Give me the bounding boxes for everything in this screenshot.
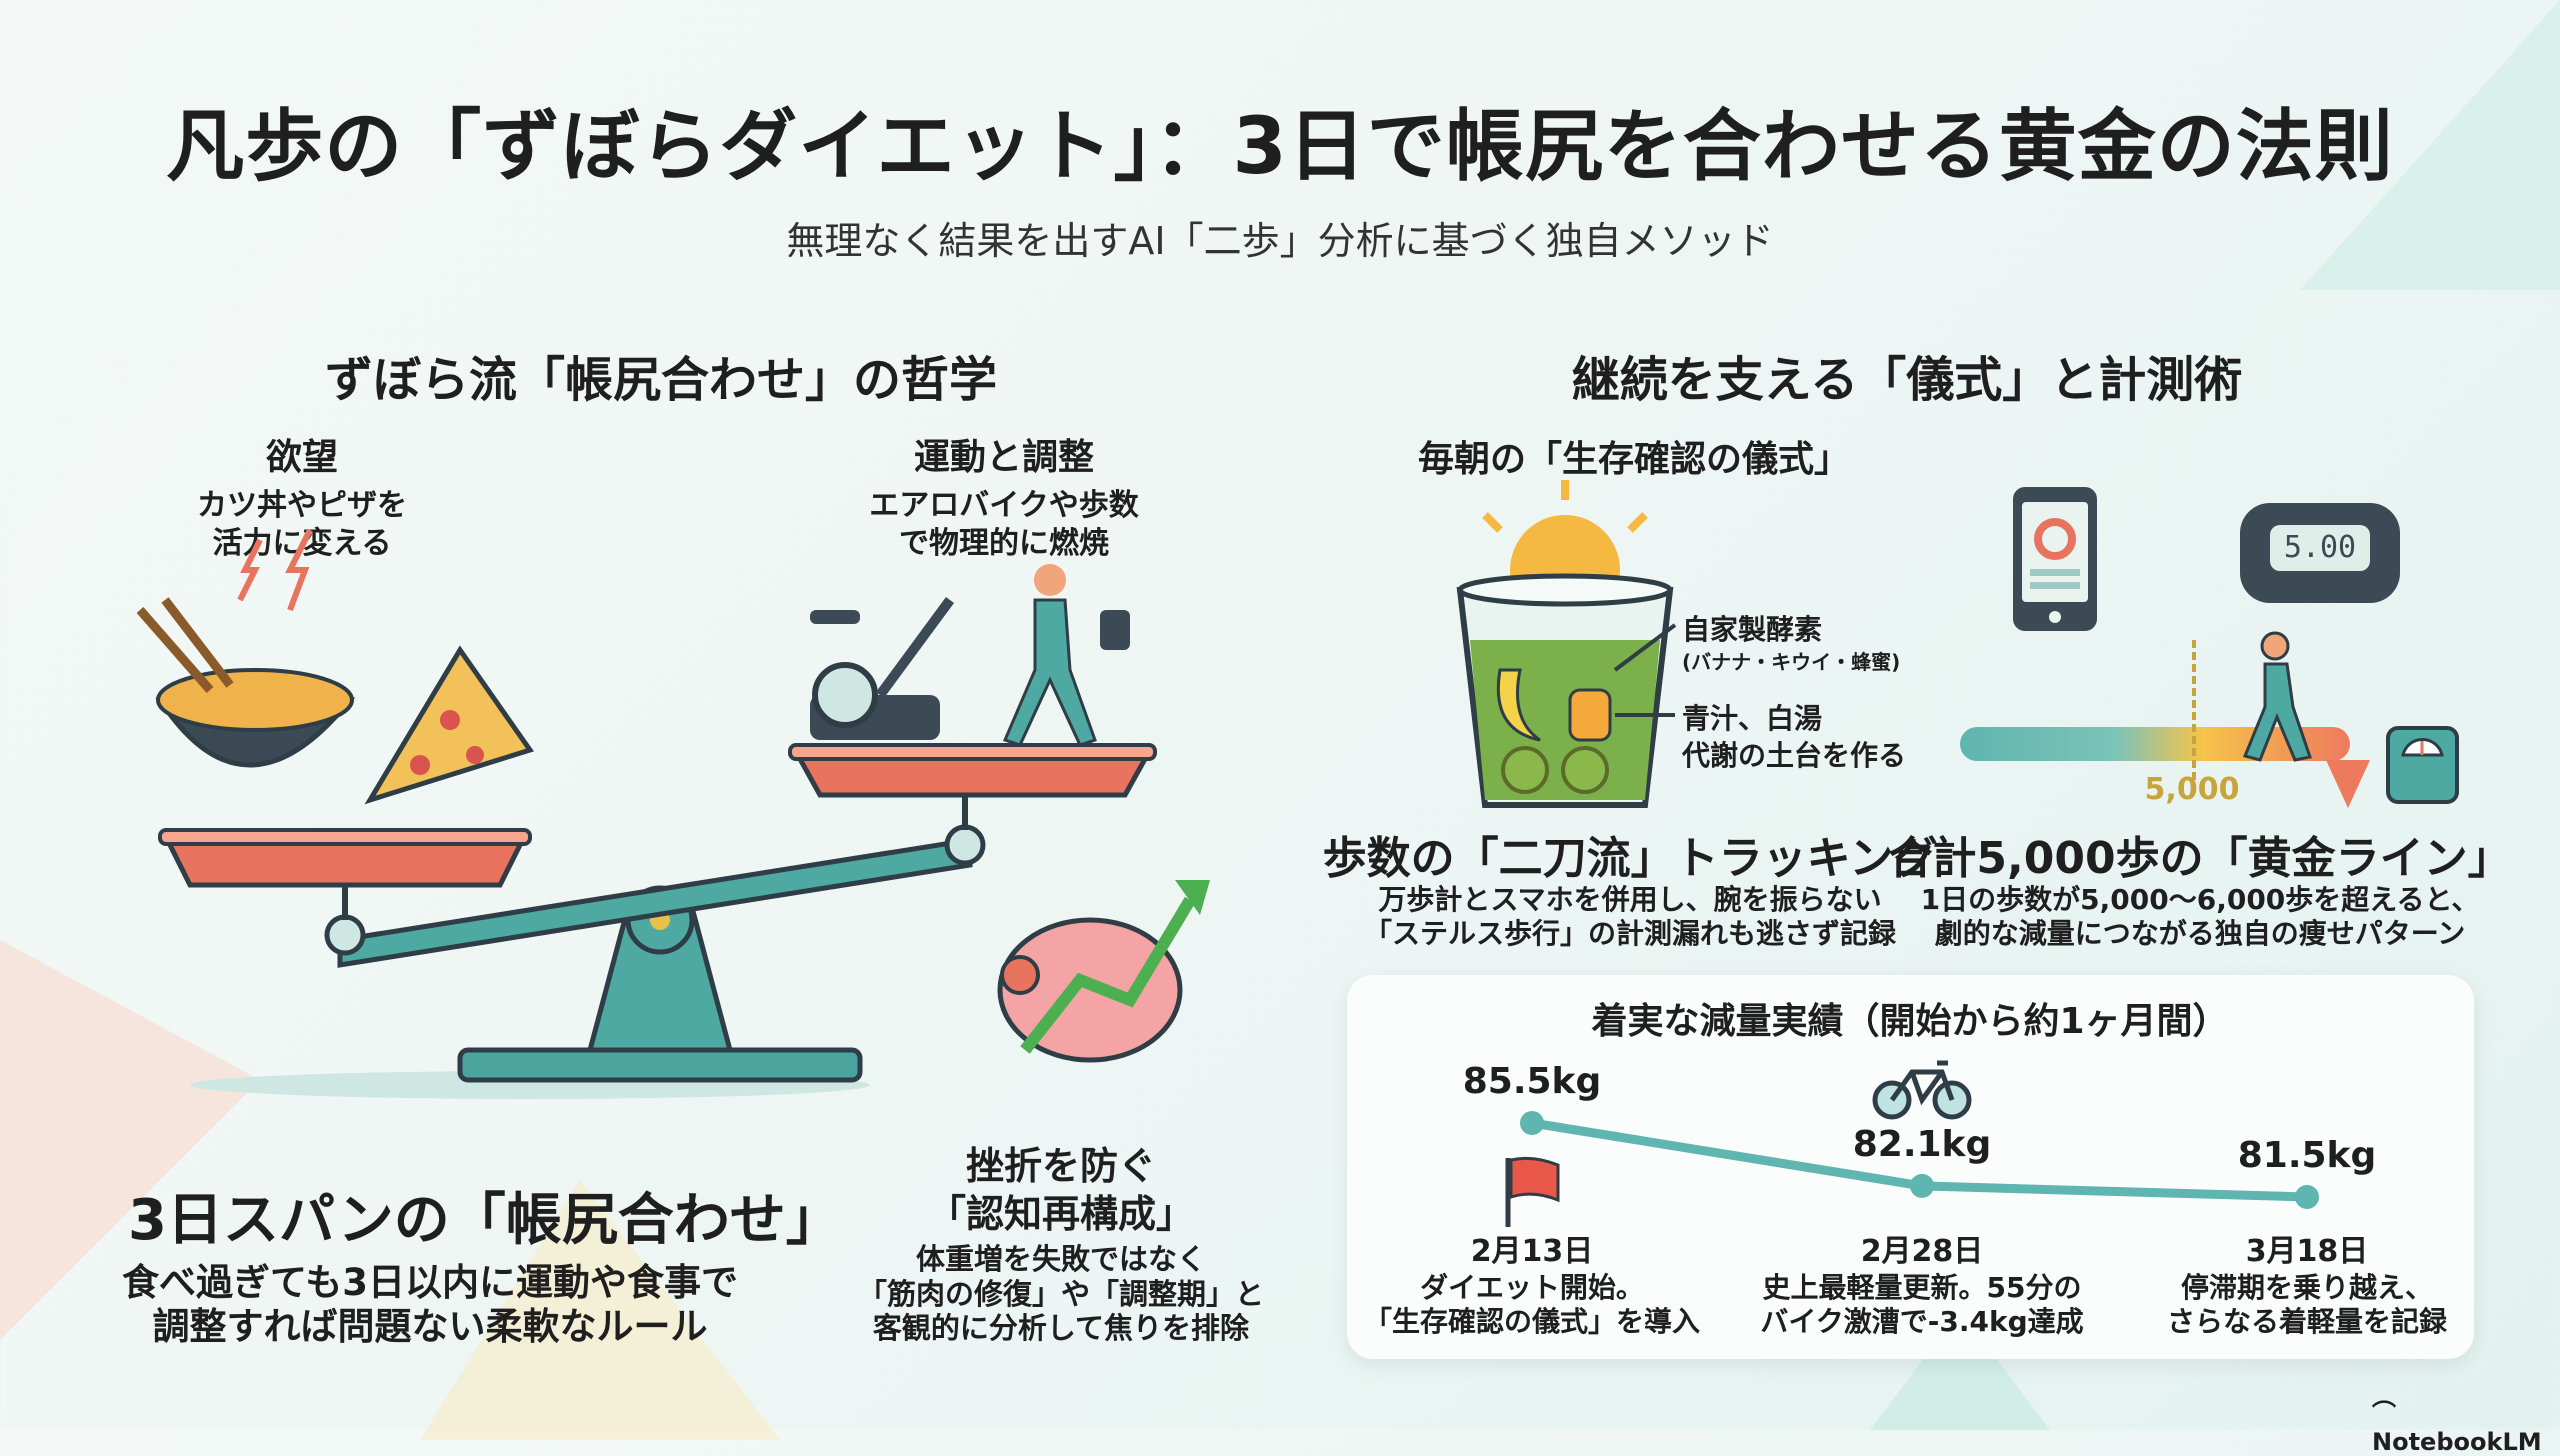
down-arrow-icon (2326, 760, 2370, 808)
chart-title: 着実な減量実績（開始から約1ヶ月間） (1591, 1001, 2229, 1042)
green-drink-glass-illustration (1456, 480, 1677, 808)
page-title: 凡歩の「ずぼらダイエット」：3日で帳尻を合わせる黄金の法則 (166, 102, 2394, 192)
annotation-line: 史上最軽量更新。55分の (1762, 1271, 2082, 1304)
exercise-title: 運動と調整 (913, 437, 1095, 478)
golden-text-2: 劇的な減量につながる独自の痩せパターン (1934, 917, 2466, 950)
reframe-text-1: 体重増を失敗ではなく (915, 1242, 1207, 1276)
ritual-label-enzyme: 自家製酵素 (1682, 613, 1823, 646)
pedometer-display: 5.00 (2270, 525, 2370, 571)
start-flag-icon (1505, 1156, 1560, 1227)
exercise-text-1: エアロバイクや歩数 (869, 488, 1139, 523)
walking-person-icon (2242, 631, 2312, 762)
ritual-label-aojiru-detail: 代謝の土台を作る (1682, 739, 1907, 772)
span-title: 3日スパンの「帳尻合わせ」 (128, 1188, 842, 1253)
ritual-title: 毎朝の「生存確認の儀式」 (1418, 439, 1851, 480)
exercise-text-2: で物理的に燃焼 (899, 526, 1109, 561)
date-label: 2月13日 (1470, 1234, 1594, 1269)
pedometer-device: 5.00 (2240, 503, 2400, 603)
reframe-text-3: 客観的に分析して焦りを排除 (872, 1311, 1250, 1345)
right-section-heading: 継続を支える「儀式」と計測術 (1571, 352, 2243, 408)
notebooklm-brand: ⌒ NotebookLM (2372, 1393, 2560, 1456)
threshold-label: 5,000 (2144, 772, 2240, 807)
annotation-line: ダイエット開始。 (1420, 1271, 1644, 1304)
ritual-label-enzyme-detail: (バナナ・キウイ・蜂蜜) (1682, 650, 1901, 674)
annotation-line: 停滞期を乗り越え、 (2180, 1271, 2434, 1304)
smartphone-icon (2013, 487, 2097, 631)
reframe-title-1: 挫折を防ぐ (965, 1144, 1157, 1188)
bicycle-icon (1872, 1060, 1972, 1120)
annotation-line: バイク激漕で-3.4kg達成 (1760, 1305, 2084, 1338)
left-section-heading: ずぼら流「帳尻合わせ」の哲学 (324, 352, 998, 408)
desire-text-1: カツ丼やピザを (197, 488, 407, 523)
ritual-label-aojiru: 青汁、白湯 (1682, 702, 1823, 735)
annotation-line: 「生存確認の儀式」を導入 (1363, 1305, 1701, 1338)
golden-text-1: 1日の歩数が5,000〜6,000歩を超えると、 (1920, 883, 2480, 916)
golden-title: 合計5,000歩の「黄金ライン」 (1888, 833, 2512, 884)
tracking-title: 歩数の「二刀流」トラッキング (1322, 833, 1938, 884)
span-text-1: 食べ過ぎても3日以内に運動や食事で (122, 1261, 738, 1304)
weight-scale-icon (2386, 726, 2459, 804)
date-label: 3月18日 (2245, 1234, 2369, 1269)
weight-value-label: 81.5kg (2237, 1135, 2377, 1176)
notebooklm-logo-icon: ⌒ (2372, 1399, 2396, 1427)
tracking-text-2: 「ステルス歩行」の計測漏れも逃さず記録 (1363, 917, 1897, 950)
threshold-line (2192, 640, 2196, 780)
weight-point (2295, 1185, 2319, 1209)
weight-point (1520, 1111, 1544, 1135)
desire-title: 欲望 (265, 437, 339, 478)
tracking-text-1: 万歩計とスマホを併用し、腕を振らない (1378, 883, 1882, 916)
weight-point (1910, 1173, 1934, 1198)
page-subtitle: 無理なく結果を出すAI「二歩」分析に基づく独自メソッド (786, 219, 1774, 263)
reframe-title-2: 「認知再構成」 (927, 1192, 1195, 1236)
annotation-line: さらなる着軽量を記録 (2166, 1305, 2448, 1338)
weight-value-label: 85.5kg (1462, 1061, 1602, 1102)
brand-name: NotebookLM (2372, 1428, 2542, 1456)
date-label: 2月28日 (1860, 1234, 1984, 1269)
weight-value-label: 82.1kg (1852, 1123, 1992, 1165)
balance-scale-illustration (136, 528, 1210, 1099)
reframe-text-2: 「筋肉の修復」や「調整期」と (857, 1277, 1265, 1311)
span-text-2: 調整すれば問題ない柔軟なルール (152, 1305, 708, 1348)
